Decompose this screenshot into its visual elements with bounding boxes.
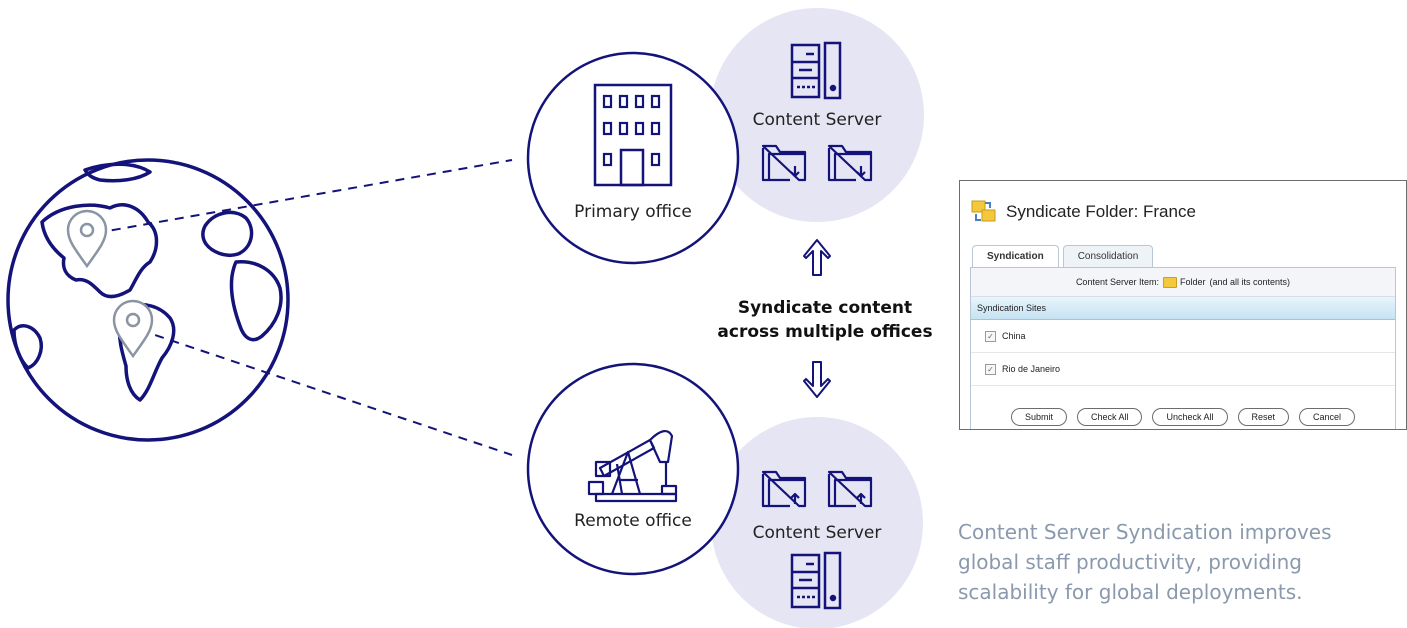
location-pin-icon xyxy=(112,299,154,359)
dialog-title-bar: Syndicate Folder: France xyxy=(970,195,1196,229)
item-label: Content Server Item: xyxy=(1075,277,1159,287)
connector-lines xyxy=(95,159,513,456)
content-server-bottom-circle xyxy=(711,417,923,628)
check-all-button[interactable]: Check All xyxy=(1076,408,1143,426)
folder-upload-icon xyxy=(827,470,873,508)
server-icon xyxy=(790,551,842,610)
oil-pump-icon xyxy=(587,430,678,503)
content-server-item-row: Content Server Item: Folder (and all its… xyxy=(971,268,1395,297)
server-icon xyxy=(790,41,842,100)
syndication-sites-header: Syndication Sites xyxy=(971,297,1395,320)
location-pin-icon xyxy=(66,209,108,269)
syndicate-text-line1: Syndicate content xyxy=(737,298,913,318)
dialog-body: Content Server Item: Folder (and all its… xyxy=(970,267,1396,429)
folder-download-icon xyxy=(761,144,807,182)
folder-icon xyxy=(1162,276,1177,288)
dialog-buttons: Submit Check All Uncheck All Reset Cance… xyxy=(971,408,1395,426)
cancel-button[interactable]: Cancel xyxy=(1299,408,1356,426)
site-row-rio[interactable]: ✓ Rio de Janeiro xyxy=(971,353,1395,386)
submit-button[interactable]: Submit xyxy=(1010,408,1067,426)
syndicate-text: Syndicate content across multiple office… xyxy=(700,296,950,344)
site-row-china[interactable]: ✓ China xyxy=(971,320,1395,353)
folder-download-icon xyxy=(827,144,873,182)
folder-upload-icon xyxy=(761,470,807,508)
syndicate-text-line2: across multiple offices xyxy=(717,322,933,342)
checkbox-rio[interactable]: ✓ xyxy=(985,363,996,375)
arrow-up-icon xyxy=(803,239,831,276)
building-icon xyxy=(593,83,673,187)
tab-consolidation[interactable]: Consolidation xyxy=(1062,245,1154,268)
syndicate-icon xyxy=(971,200,996,222)
content-server-bottom-label: Content Server xyxy=(752,523,882,543)
connector-line-remote xyxy=(139,329,513,456)
uncheck-all-button[interactable]: Uncheck All xyxy=(1152,408,1228,426)
remote-office-label: Remote office xyxy=(574,511,692,531)
checkbox-china[interactable]: ✓ xyxy=(985,330,996,342)
globe-icon xyxy=(6,158,290,442)
site-name: China xyxy=(1002,331,1026,341)
tab-syndication[interactable]: Syndication xyxy=(972,245,1059,269)
reset-button[interactable]: Reset xyxy=(1237,408,1290,426)
item-suffix: (and all its contents) xyxy=(1209,277,1291,287)
dialog-title: Syndicate Folder: France xyxy=(1006,202,1196,221)
item-value[interactable]: Folder xyxy=(1179,277,1206,287)
primary-office-label: Primary office xyxy=(574,202,692,222)
syndicate-folder-dialog: Syndicate Folder: France Syndication Con… xyxy=(959,180,1407,430)
primary-office-circle xyxy=(526,51,740,265)
caption-text: Content Server Syndication improves glob… xyxy=(958,520,1332,604)
content-server-top-label: Content Server xyxy=(752,110,882,130)
dialog-tabs: Syndication Consolidation xyxy=(972,245,1157,269)
connector-line-primary xyxy=(95,159,513,234)
site-name: Rio de Janeiro xyxy=(1002,364,1061,374)
arrow-down-icon xyxy=(803,361,831,398)
